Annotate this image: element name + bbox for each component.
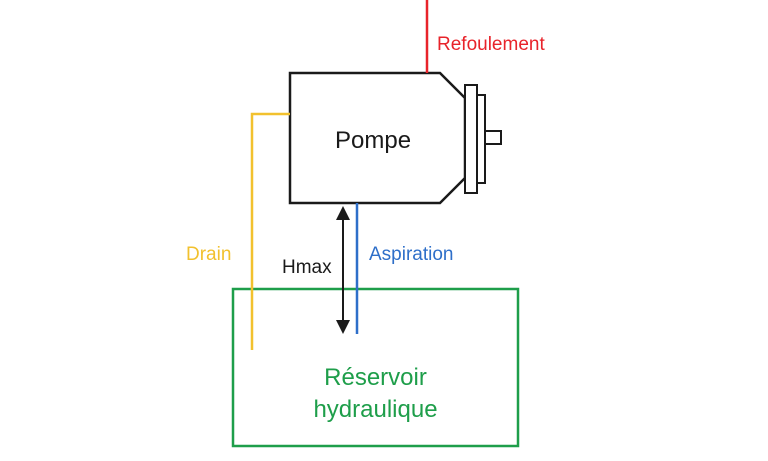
aspiration-label: Aspiration — [369, 244, 454, 265]
hmax-arrow-head-top — [336, 206, 350, 220]
pump-label: Pompe — [335, 127, 412, 154]
pump-shaft — [484, 130, 502, 145]
reservoir-label-line1: Réservoir — [324, 364, 427, 391]
reservoir-tank — [231, 287, 520, 448]
pump-flange-outer — [464, 84, 478, 194]
reservoir-label: Réservoir hydraulique — [233, 362, 518, 426]
drain-line — [250, 112, 290, 350]
hmax-label: Hmax — [282, 257, 332, 278]
refoulement-label: Refoulement — [437, 34, 545, 55]
reservoir-label-line2: hydraulique — [313, 396, 438, 423]
pump-flange-inner — [476, 94, 486, 184]
hmax-arrow-head-bottom — [336, 320, 350, 334]
drain-label: Drain — [186, 244, 232, 265]
